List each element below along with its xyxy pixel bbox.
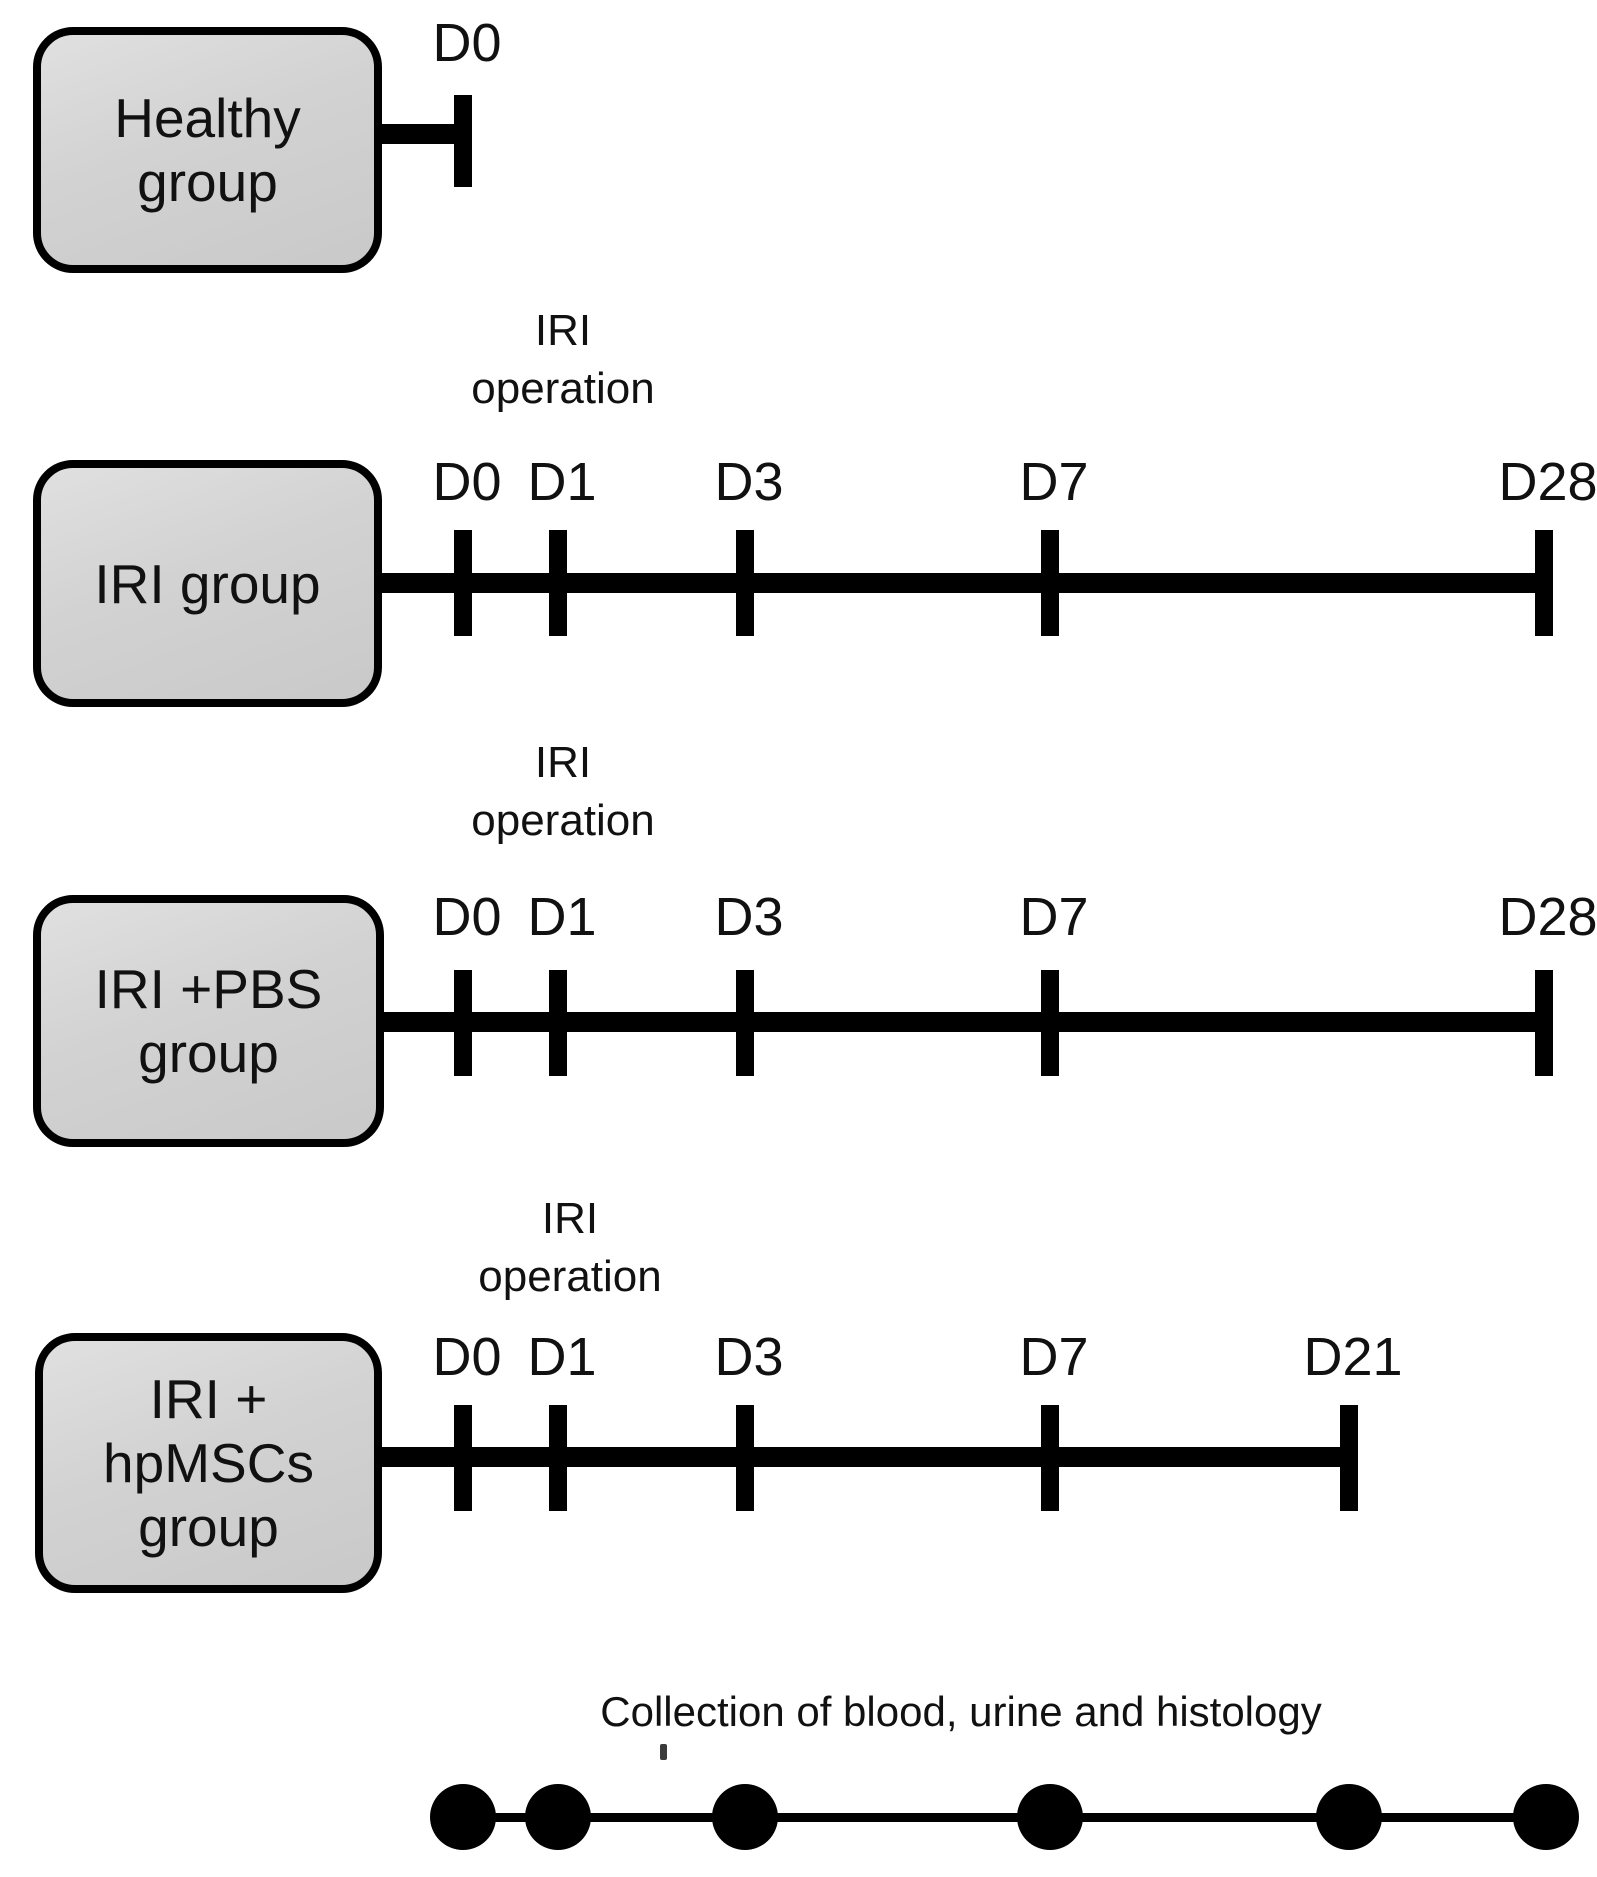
group-box-iri: IRI group: [33, 460, 382, 707]
timeline-line-iri-hpmscs: [380, 1447, 1358, 1467]
group-label-line: IRI +: [149, 1368, 268, 1430]
timeline-tick-iri-pbs-D3: [736, 970, 754, 1076]
day-label-iri-hpmscs-D7: D7: [1019, 1327, 1089, 1387]
collection-dot-D3: [712, 1784, 778, 1850]
day-label-iri-D3: D3: [714, 452, 784, 512]
timeline-tick-iri-pbs-D0: [454, 970, 472, 1076]
day-label-iri-D7: D7: [1019, 452, 1089, 512]
iri-operation-label: IRI operation: [478, 1190, 661, 1306]
timeline-tick-iri-pbs-D28: [1535, 970, 1553, 1076]
group-label-line: Healthy: [114, 87, 301, 149]
collection-dot-D7: [1017, 1784, 1083, 1850]
iri-operation-line2: operation: [471, 364, 655, 413]
group-label-line: group: [138, 1496, 279, 1558]
timeline-line-iri-pbs: [382, 1012, 1553, 1032]
timeline-line-iri: [380, 573, 1553, 593]
day-label-iri-D0: D0: [432, 452, 502, 512]
day-label-iri-hpmscs-D3: D3: [714, 1327, 784, 1387]
timeline-tick-iri-hpmscs-D7: [1041, 1405, 1059, 1511]
group-box-healthy: Healthy group: [33, 27, 382, 273]
timeline-tick-iri-D0: [454, 530, 472, 636]
iri-operation-line1: IRI: [534, 738, 592, 787]
group-label-line: group: [137, 151, 278, 213]
iri-operation-line1: IRI: [541, 1194, 599, 1243]
timeline-tick-iri-hpmscs-D21: [1340, 1405, 1358, 1511]
day-label-iri-pbs-D1: D1: [527, 887, 597, 947]
group-label-line: hpMSCs: [103, 1432, 314, 1494]
timeline-tick-iri-hpmscs-D0: [454, 1405, 472, 1511]
collection-dot-D28: [1513, 1784, 1579, 1850]
day-label-healthy-D0: D0: [432, 13, 502, 73]
timeline-line-healthy: [380, 124, 472, 144]
day-label-iri-pbs-D0: D0: [432, 887, 502, 947]
small-tick-mark: [660, 1744, 667, 1760]
day-label-iri-D28: D28: [1498, 452, 1597, 512]
timeline-tick-iri-hpmscs-D1: [549, 1405, 567, 1511]
timeline-tick-iri-D3: [736, 530, 754, 636]
iri-operation-label: IRI operation: [471, 734, 654, 850]
iri-operation-line1: IRI: [534, 306, 592, 355]
day-label-iri-hpmscs-D21: D21: [1303, 1327, 1403, 1387]
timeline-tick-iri-hpmscs-D3: [736, 1405, 754, 1511]
timeline-tick-iri-D7: [1041, 530, 1059, 636]
group-box-iri-hpmscs: IRI + hpMSCs group: [35, 1333, 382, 1593]
day-label-iri-D1: D1: [527, 452, 597, 512]
timeline-tick-iri-pbs-D7: [1041, 970, 1059, 1076]
timeline-tick-healthy-D0: [454, 95, 472, 187]
day-label-iri-pbs-D3: D3: [714, 887, 784, 947]
timeline-tick-iri-D28: [1535, 530, 1553, 636]
day-label-iri-hpmscs-D0: D0: [432, 1327, 502, 1387]
group-label-line: group: [138, 1022, 279, 1084]
collection-line: [463, 1812, 1546, 1822]
iri-operation-line2: operation: [478, 1252, 662, 1301]
day-label-iri-pbs-D28: D28: [1498, 887, 1597, 947]
collection-dot-D21: [1316, 1784, 1382, 1850]
collection-dot-D1: [525, 1784, 591, 1850]
timeline-tick-iri-pbs-D1: [549, 970, 567, 1076]
day-label-iri-pbs-D7: D7: [1019, 887, 1089, 947]
group-label-line: IRI group: [94, 552, 321, 615]
timeline-tick-iri-D1: [549, 530, 567, 636]
day-label-iri-hpmscs-D1: D1: [527, 1327, 597, 1387]
iri-operation-label: IRI operation: [471, 302, 654, 418]
collection-caption: Collection of blood, urine and histology: [600, 1688, 1322, 1735]
group-box-iri-pbs: IRI +PBS group: [33, 895, 384, 1147]
collection-dot-D0: [430, 1784, 496, 1850]
iri-operation-line2: operation: [471, 796, 655, 845]
group-label-line: IRI +PBS: [94, 958, 323, 1020]
